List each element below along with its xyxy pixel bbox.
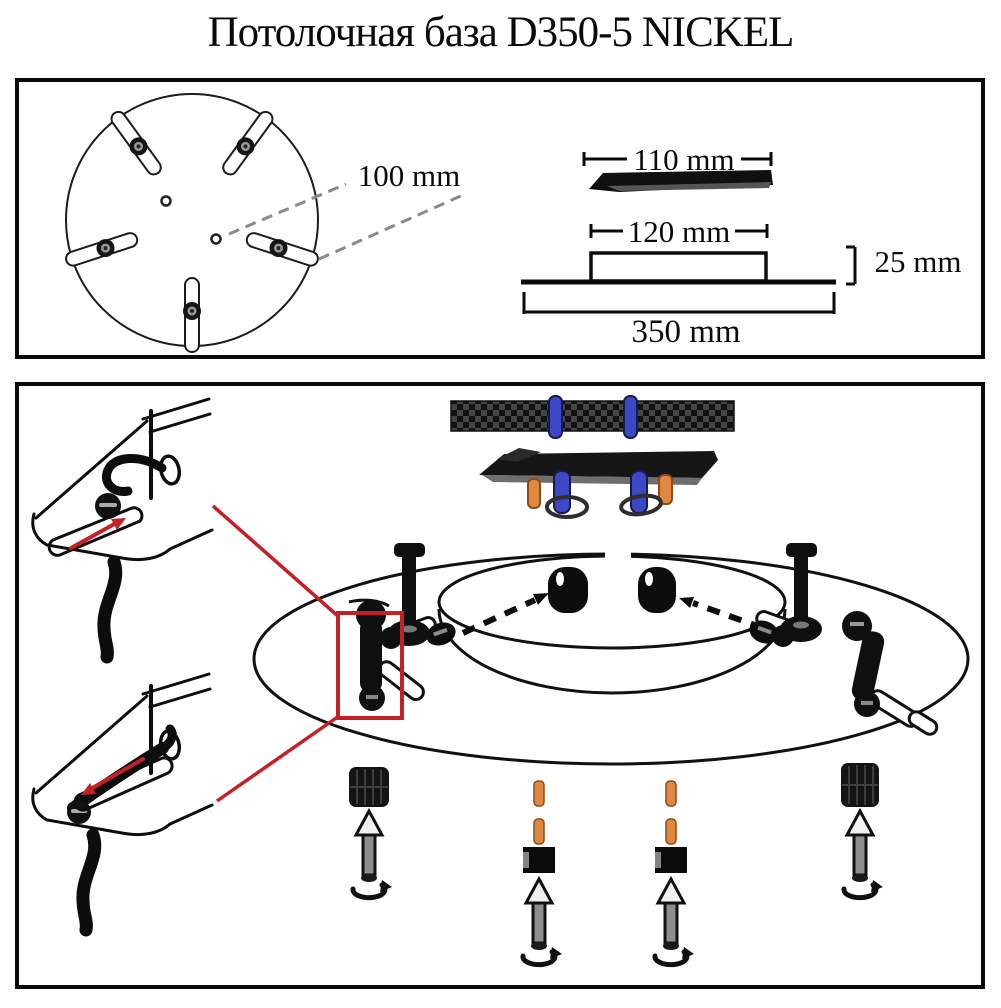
knurled-nut [349, 767, 389, 807]
threaded-rod [533, 818, 545, 845]
assembly-panel [15, 382, 985, 989]
center-stud [638, 567, 676, 613]
blue-peg [548, 395, 563, 439]
hardware-column-center-right [655, 780, 694, 965]
ring-opening [437, 554, 787, 650]
blue-peg [630, 470, 648, 514]
arrow-bolt [354, 809, 384, 884]
center-stud [548, 567, 588, 613]
ring-collar [437, 608, 787, 695]
base-ring [252, 543, 970, 766]
keyhole-slot-bolt [426, 622, 456, 646]
detail-callout [211, 504, 404, 803]
callout-line [215, 714, 341, 803]
square-nut [523, 847, 555, 873]
assembly-drawing [31, 395, 970, 985]
threaded-rod [665, 818, 677, 845]
cup-height-label: 25 mm [875, 244, 962, 279]
rotation-arrow [523, 947, 562, 965]
center-hole [160, 195, 172, 207]
tall-stud [772, 543, 822, 647]
leader-lines [228, 182, 464, 261]
detail-step-2 [31, 672, 214, 937]
hole-spacing-label: 100 mm [358, 158, 460, 193]
slide-direction-arrow [81, 757, 145, 795]
slot-bolts [96, 137, 288, 320]
detail-step-1 [31, 397, 214, 664]
dim-25 [846, 245, 857, 286]
hardware-column-center-left [523, 780, 562, 965]
dim-120 [589, 224, 769, 238]
base-diameter-label: 350 mm [631, 314, 740, 350]
dimensions-drawing: 100 mm 110 mm [65, 93, 961, 353]
arrow-bolt [845, 809, 875, 884]
ceiling-mounting-bar [450, 395, 735, 439]
hardware-column-right [841, 763, 883, 898]
square-nut [655, 847, 687, 873]
slide-arrow [679, 597, 765, 631]
rotation-arrow [353, 880, 392, 898]
dimensions-panel: 100 mm 110 mm [15, 78, 985, 359]
rotation-arrow [655, 947, 694, 965]
threaded-rod [665, 780, 677, 807]
center-hole [210, 233, 222, 245]
lock-washer [545, 495, 589, 519]
blue-peg [553, 470, 571, 514]
page-title: Потолочная база D350-5 NICKEL [207, 9, 795, 56]
dim-350 [522, 292, 836, 314]
highlight-box [336, 611, 404, 720]
dim-110 [582, 152, 773, 166]
callout-line [211, 504, 341, 619]
rotation-arrow [844, 880, 883, 898]
arrow-bolt [524, 877, 554, 952]
cross-bracket [479, 448, 718, 519]
cup-profile [589, 251, 768, 283]
lock-washer [619, 493, 663, 517]
bracket-strip-underside [607, 182, 771, 191]
orange-peg [527, 478, 541, 509]
hanging-stud [356, 600, 386, 711]
arrow-bolt [656, 877, 686, 952]
orange-peg [658, 474, 673, 505]
hanging-stud [842, 611, 885, 717]
slide-arrow [461, 593, 549, 636]
keyhole-slot-bolt [749, 620, 779, 644]
tall-stud [380, 543, 430, 649]
plate-top-view: 100 mm [65, 93, 464, 353]
hardware-column-left [349, 767, 392, 898]
blue-peg [623, 395, 638, 439]
cup-width-label: 120 mm [628, 214, 730, 249]
side-view: 110 mm 120 mm [521, 142, 961, 350]
knurled-nut [841, 763, 879, 807]
threaded-rod [533, 780, 545, 807]
slide-direction-arrow [69, 518, 126, 550]
